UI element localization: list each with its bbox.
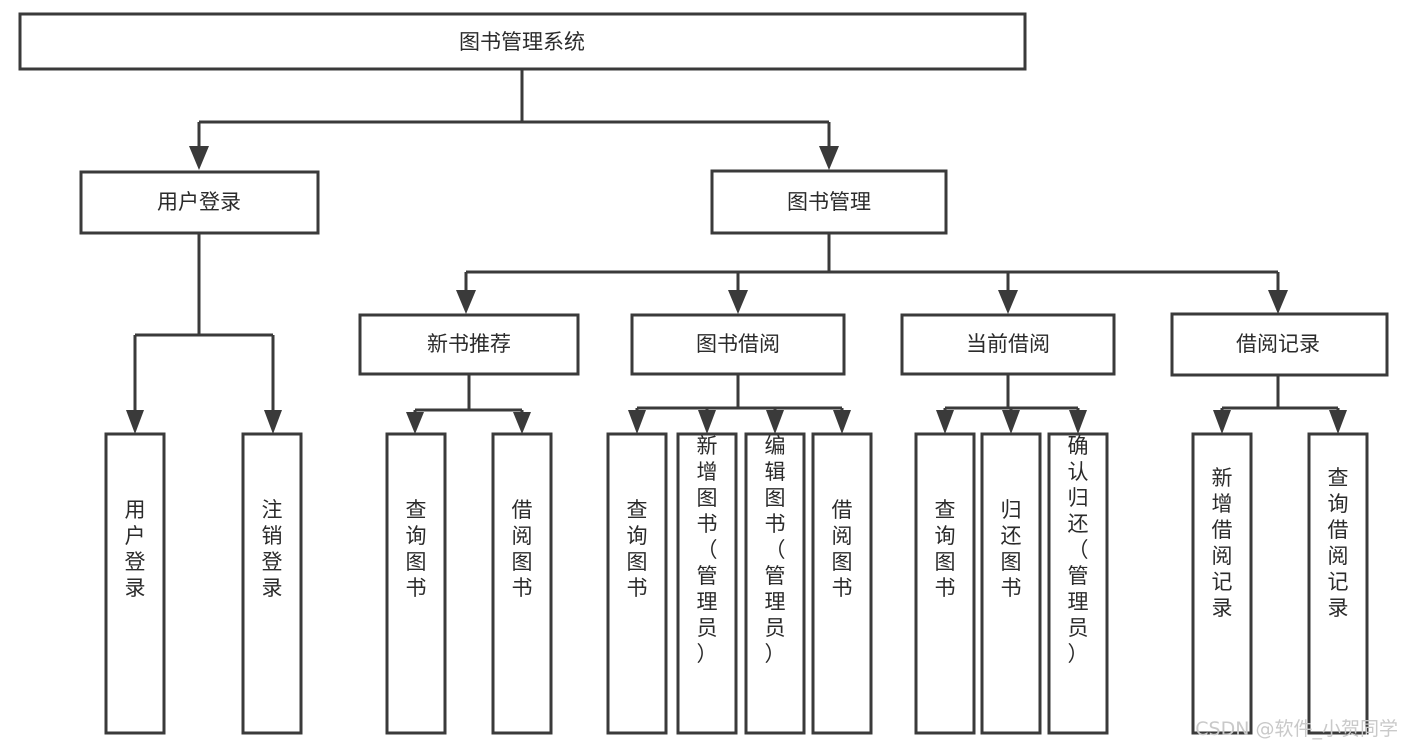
leaf-query-book-b-label: 查询图书 (627, 498, 648, 600)
leaf-user-login-label: 用户登录 (125, 498, 146, 600)
node-borrow-record-label: 借阅记录 (1236, 332, 1320, 356)
arrow-head-book-manage (819, 146, 839, 170)
arrow-head-leaf-user-login (126, 410, 144, 434)
node-new-book-recommend-box[interactable] (358, 313, 580, 376)
node-root-box[interactable] (18, 12, 1027, 71)
leaf-query-book-c-label: 查询图书 (935, 498, 956, 600)
leaf-logout-label: 注销登录 (262, 498, 283, 600)
leaf-borrow-book-b[interactable]: 借阅图书 (811, 432, 873, 735)
leaf-add-record-box[interactable] (1191, 432, 1253, 735)
leaf-logout[interactable]: 注销登录 (241, 432, 303, 735)
leaf-confirm-return-box[interactable] (1047, 432, 1109, 735)
leaf-return-book-label: 归还图书 (1001, 498, 1022, 600)
node-user-login[interactable]: 用户登录 (79, 170, 320, 235)
arrow-head-book-borrow (728, 290, 748, 314)
leaf-confirm-return[interactable]: 确认归还（管理员） (1047, 432, 1109, 735)
leaf-add-book[interactable]: 新增图书（管理员） (676, 432, 738, 735)
node-root-label: 图书管理系统 (459, 30, 585, 54)
node-book-manage-box[interactable] (710, 169, 948, 235)
leaf-borrow-book-b-box[interactable] (811, 432, 873, 735)
arrow-head-leaf-edit-book (766, 410, 784, 434)
leaf-query-book-b-box[interactable] (606, 432, 668, 735)
arrow-head-leaf-query-book-a (406, 412, 424, 434)
node-user-login-box[interactable] (79, 170, 320, 235)
node-root[interactable]: 图书管理系统 (18, 12, 1027, 71)
leaf-edit-book-label: 编辑图书（管理员） (765, 434, 786, 666)
node-current-borrow-box[interactable] (900, 313, 1116, 376)
node-book-manage[interactable]: 图书管理 (710, 169, 948, 235)
arrow-head-user-login (189, 146, 209, 170)
leaf-add-book-label: 新增图书（管理员） (697, 434, 718, 666)
arrow-head-current-borrow (998, 290, 1018, 314)
leaf-user-login-box[interactable] (104, 432, 166, 735)
arrow-head-leaf-add-book (698, 410, 716, 434)
leaf-logout-box[interactable] (241, 432, 303, 735)
node-book-borrow[interactable]: 图书借阅 (630, 313, 846, 376)
connector-layer (126, 69, 1347, 434)
node-book-borrow-box[interactable] (630, 313, 846, 376)
leaf-user-login[interactable]: 用户登录 (104, 432, 166, 735)
node-book-manage-label: 图书管理 (787, 190, 871, 214)
arrow-head-leaf-logout (264, 410, 282, 434)
leaf-borrow-book-a-box[interactable] (491, 432, 553, 735)
leaf-query-book-c-box[interactable] (914, 432, 976, 735)
arrow-head-leaf-query-book-b (628, 410, 646, 434)
node-new-book-recommend[interactable]: 新书推荐 (358, 313, 580, 376)
node-book-borrow-label: 图书借阅 (696, 332, 780, 356)
leaf-return-book[interactable]: 归还图书 (980, 432, 1042, 735)
leaf-edit-book-box[interactable] (744, 432, 806, 735)
leaf-edit-book[interactable]: 编辑图书（管理员） (744, 432, 806, 735)
node-user-login-label: 用户登录 (157, 190, 241, 214)
leaf-query-book-a-box[interactable] (385, 432, 447, 735)
node-current-borrow-label: 当前借阅 (966, 332, 1050, 356)
node-new-book-recommend-label: 新书推荐 (427, 332, 511, 356)
leaf-borrow-book-a[interactable]: 借阅图书 (491, 432, 553, 735)
leaf-confirm-return-label: 确认归还（管理员） (1068, 434, 1089, 666)
arrow-head-leaf-add-record (1213, 410, 1231, 434)
leaf-query-record[interactable]: 查询借阅记录 (1307, 432, 1369, 735)
leaf-query-record-box[interactable] (1307, 432, 1369, 735)
leaf-query-record-label: 查询借阅记录 (1328, 466, 1349, 620)
arrow-head-borrow-record (1268, 290, 1288, 314)
leaf-return-book-box[interactable] (980, 432, 1042, 735)
arrow-head-leaf-query-record (1329, 410, 1347, 434)
arrow-head-leaf-query-book-c (936, 410, 954, 434)
leaf-add-record[interactable]: 新增借阅记录 (1191, 432, 1253, 735)
leaf-query-book-c[interactable]: 查询图书 (914, 432, 976, 735)
arrow-head-leaf-confirm-return (1069, 410, 1087, 434)
leaf-borrow-book-a-label: 借阅图书 (512, 498, 533, 600)
node-borrow-record[interactable]: 借阅记录 (1170, 312, 1389, 377)
arrow-head-leaf-borrow-book-b (833, 410, 851, 434)
arrow-head-leaf-return-book (1002, 410, 1020, 434)
node-current-borrow[interactable]: 当前借阅 (900, 313, 1116, 376)
leaf-add-record-label: 新增借阅记录 (1212, 466, 1233, 620)
arrow-head-new-book-rec (456, 290, 476, 314)
node-borrow-record-box[interactable] (1170, 312, 1389, 377)
leaf-borrow-book-b-label: 借阅图书 (832, 498, 853, 600)
arrow-head-leaf-borrow-book-a (513, 412, 531, 434)
leaf-add-book-box[interactable] (676, 432, 738, 735)
leaf-query-book-a-label: 查询图书 (406, 498, 427, 600)
leaf-query-book-b[interactable]: 查询图书 (606, 432, 668, 735)
leaf-query-book-a[interactable]: 查询图书 (385, 432, 447, 735)
csdn-watermark: CSDN @软件_小贺同学 (1195, 718, 1398, 740)
